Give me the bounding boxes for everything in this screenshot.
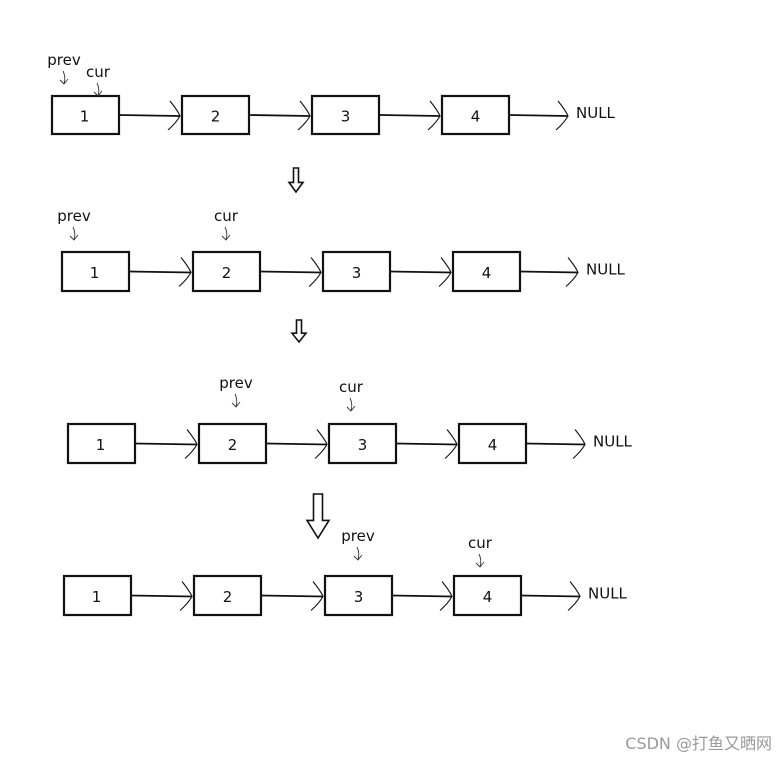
link-arrow bbox=[395, 442, 458, 446]
link-arrowhead bbox=[179, 581, 193, 611]
step-down-arrow bbox=[305, 493, 331, 540]
pointer-cur-label: cur bbox=[339, 378, 364, 396]
list-node-value: 4 bbox=[488, 436, 498, 454]
list-node-box bbox=[321, 250, 392, 293]
pointer-prev-label: prev bbox=[219, 374, 253, 392]
list-node-box bbox=[191, 250, 262, 293]
link-arrowhead bbox=[184, 429, 198, 459]
list-node-box bbox=[62, 574, 133, 617]
list-node-value: 2 bbox=[223, 588, 233, 606]
link-arrowhead bbox=[572, 429, 586, 459]
list-node-box bbox=[323, 574, 394, 617]
link-arrow bbox=[265, 442, 328, 446]
list-node-box bbox=[60, 250, 131, 293]
pointer-prev-label: prev bbox=[341, 527, 375, 545]
pointer-prev-arrow bbox=[353, 546, 363, 561]
list-node-value: 2 bbox=[211, 108, 221, 126]
list-node-box bbox=[180, 94, 251, 136]
link-arrow bbox=[520, 594, 581, 598]
link-arrowhead bbox=[427, 100, 441, 131]
link-arrowhead bbox=[565, 257, 579, 287]
pointer-cur-arrow bbox=[221, 226, 231, 241]
list-node-value: 1 bbox=[90, 264, 100, 282]
list-node-value: 1 bbox=[92, 588, 102, 606]
list-node-value: 3 bbox=[341, 108, 351, 126]
pointer-cur-label: cur bbox=[468, 534, 493, 552]
link-arrow bbox=[391, 594, 453, 598]
link-arrowhead bbox=[308, 257, 322, 287]
list-node-box bbox=[452, 574, 523, 617]
list-node-value: 1 bbox=[96, 436, 106, 454]
link-arrow bbox=[134, 442, 198, 446]
null-label: NULL bbox=[576, 104, 616, 122]
link-arrowhead bbox=[310, 581, 324, 611]
list-node-value: 4 bbox=[483, 588, 493, 606]
list-node-value: 3 bbox=[354, 588, 364, 606]
pointer-cur-arrow bbox=[346, 397, 356, 412]
null-label: NULL bbox=[586, 261, 626, 279]
pointer-cur-label: cur bbox=[214, 207, 239, 225]
link-arrow bbox=[378, 114, 441, 117]
list-node-value: 4 bbox=[482, 264, 492, 282]
step-down-arrow bbox=[287, 167, 305, 194]
link-arrow bbox=[259, 270, 322, 274]
link-arrow bbox=[248, 114, 311, 117]
watermark: CSDN @打鱼又晒网 bbox=[625, 734, 772, 753]
link-arrow bbox=[389, 270, 452, 274]
pointer-prev-label: prev bbox=[47, 51, 81, 69]
link-arrowhead bbox=[167, 100, 181, 131]
link-arrow bbox=[525, 442, 586, 446]
null-label: NULL bbox=[593, 433, 633, 451]
link-arrowhead bbox=[567, 581, 581, 611]
null-label: NULL bbox=[588, 585, 628, 603]
pointer-prev-label: prev bbox=[57, 207, 91, 225]
link-arrowhead bbox=[555, 100, 569, 131]
list-node-value: 3 bbox=[358, 436, 368, 454]
list-node-box bbox=[310, 94, 381, 136]
link-arrow bbox=[519, 270, 579, 274]
link-arrowhead bbox=[297, 100, 311, 131]
link-arrowhead bbox=[314, 429, 328, 459]
pointer-cur-label: cur bbox=[86, 63, 111, 81]
link-arrowhead bbox=[438, 257, 452, 287]
list-node-box bbox=[451, 250, 522, 293]
link-arrowhead bbox=[178, 257, 192, 287]
list-node-value: 4 bbox=[471, 108, 481, 126]
list-node-value: 2 bbox=[222, 264, 232, 282]
list-node-box bbox=[327, 422, 398, 465]
pointer-prev-arrow bbox=[59, 70, 69, 85]
link-arrow bbox=[128, 270, 192, 274]
pointer-prev-arrow bbox=[231, 393, 241, 408]
link-arrow bbox=[508, 114, 569, 117]
list-node-box bbox=[440, 94, 511, 136]
pointer-prev-arrow bbox=[69, 226, 79, 241]
list-node-value: 1 bbox=[80, 108, 90, 126]
link-arrow bbox=[260, 594, 324, 598]
list-node-box bbox=[50, 94, 121, 136]
list-node-box bbox=[66, 422, 137, 465]
step-down-arrow bbox=[290, 319, 308, 344]
list-node-box bbox=[457, 422, 528, 465]
link-arrow bbox=[130, 594, 193, 598]
list-node-value: 2 bbox=[228, 436, 238, 454]
list-node-value: 3 bbox=[352, 264, 362, 282]
pointer-cur-arrow bbox=[475, 553, 485, 568]
link-arrowhead bbox=[439, 581, 453, 611]
pointer-cur-arrow bbox=[93, 82, 103, 97]
list-node-box bbox=[197, 422, 268, 465]
link-arrow bbox=[118, 114, 181, 117]
list-node-box bbox=[192, 574, 263, 617]
link-arrowhead bbox=[444, 429, 458, 459]
